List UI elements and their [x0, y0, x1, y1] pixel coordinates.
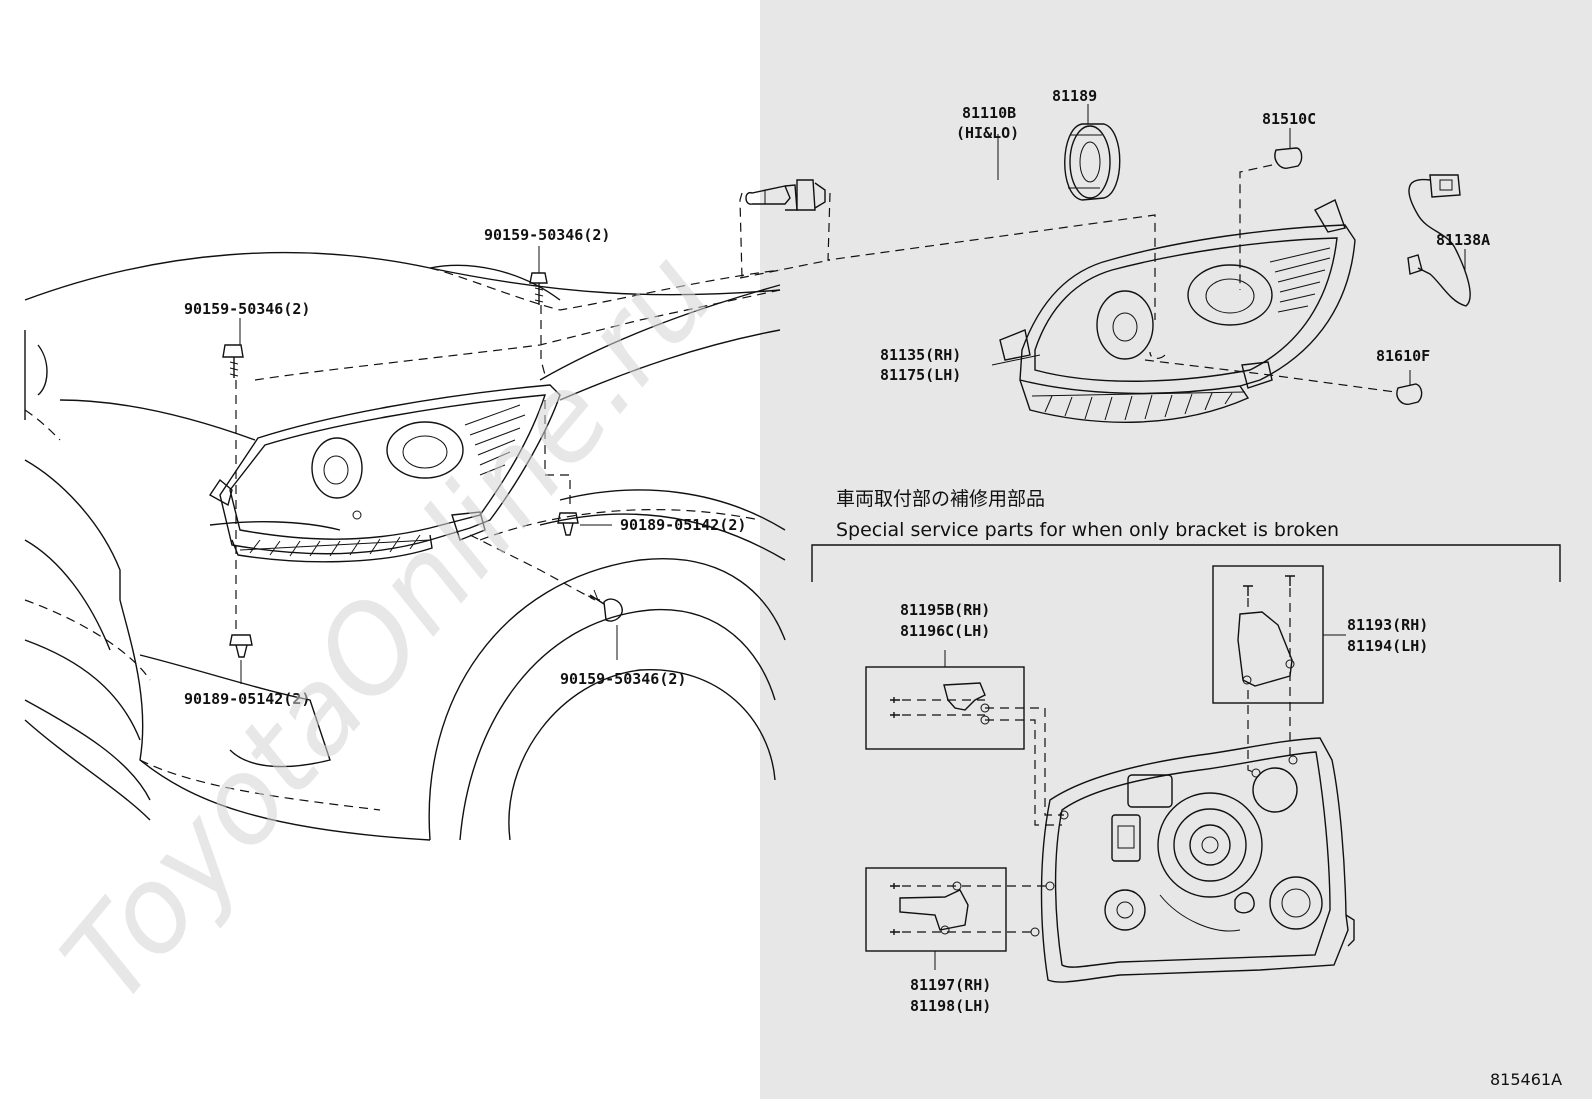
bolt-leader-lines: [235, 246, 618, 684]
bolt-icon: [222, 344, 244, 378]
small-bulb-icon: [1274, 147, 1303, 169]
clip-label-90189-bottom: 90189-05142(2): [184, 690, 310, 708]
part-label-hi-lo: (HI&LO): [956, 124, 1019, 142]
bolt-label-90159-left: 90159-50346(2): [184, 300, 310, 318]
left-headlamp-assembly: [208, 384, 561, 563]
bolt-icon: [529, 272, 548, 305]
bracket-leader-lines: [934, 634, 1346, 970]
clip-icon: [229, 634, 253, 658]
bulb-socket-cap-icon: [1064, 123, 1121, 201]
bolt-label-90159-top: 90159-50346(2): [484, 226, 610, 244]
bracket-box-81193: [1212, 565, 1324, 704]
part-label-81510c: 81510C: [1262, 110, 1316, 128]
headlamp-rear-housing: [1030, 737, 1355, 983]
body-dashed-outline: [24, 267, 781, 811]
wheel-arch-outline: [428, 489, 786, 841]
right-top-leader-lines: [739, 104, 1466, 393]
part-label-81110b: 81110B: [962, 104, 1016, 122]
part-label-81189: 81189: [1052, 87, 1097, 105]
part-label-81135: 81135(RH): [880, 346, 961, 364]
svg-text:ToyotaOnline.ru: ToyotaOnline.ru: [36, 226, 741, 1028]
right-panel-background: [760, 0, 1592, 1099]
part-label-81194: 81194(LH): [1347, 637, 1428, 655]
part-label-81610f: 81610F: [1376, 347, 1430, 365]
section-bracket-line: [811, 544, 1561, 582]
vehicle-body-outline: [24, 251, 781, 841]
small-bulb-icon: [1396, 383, 1423, 405]
wire-harness-socket-icon: [1407, 174, 1471, 307]
bolt-icon: [587, 589, 623, 622]
section-title-en: Special service parts for when only brac…: [836, 519, 1339, 541]
figure-id: 815461A: [1490, 1070, 1562, 1089]
part-label-81197: 81197(RH): [910, 976, 991, 994]
clip-icon: [557, 512, 579, 536]
bulb-icon: [745, 179, 826, 211]
part-label-81195b: 81195B(RH): [900, 601, 990, 619]
part-label-81196c: 81196C(LH): [900, 622, 990, 640]
part-label-81175: 81175(LH): [880, 366, 961, 384]
bolt-label-90159-bottom: 90159-50346(2): [560, 670, 686, 688]
clip-label-90189-right: 90189-05142(2): [620, 516, 746, 534]
bracket-box-81197: [865, 867, 1050, 952]
watermark-logo: ToyotaOnline.ru: [36, 226, 741, 1028]
part-label-81138a: 81138A: [1436, 231, 1490, 249]
part-label-81193: 81193(RH): [1347, 616, 1428, 634]
section-title-jp: 車両取付部の補修用部品: [836, 488, 1045, 510]
right-headlamp-assembly: [999, 199, 1356, 423]
part-label-81198: 81198(LH): [910, 997, 991, 1015]
